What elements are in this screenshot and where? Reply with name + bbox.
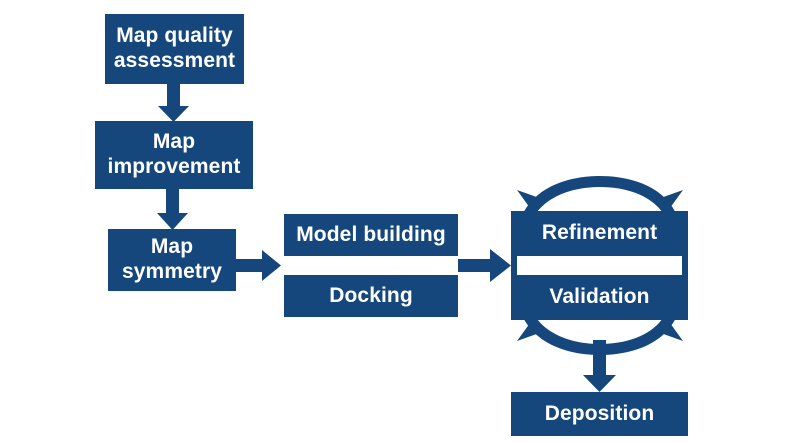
cycle-slab-left-edge — [511, 211, 517, 320]
node-map-improvement[interactable]: Map improvement — [95, 121, 253, 189]
node-refinement[interactable]: Refinement — [511, 211, 688, 256]
arrow-building-to-refinement-icon — [458, 249, 511, 282]
node-deposition[interactable]: Deposition — [511, 392, 688, 436]
arrow-quality-to-improvement-icon — [158, 84, 189, 122]
arrow-improvement-to-symmetry-icon — [157, 189, 188, 230]
node-map-symmetry[interactable]: Map symmetry — [108, 229, 236, 291]
node-validation[interactable]: Validation — [511, 275, 688, 320]
node-model-building[interactable]: Model building — [284, 214, 458, 256]
cycle-slab-right-edge — [682, 211, 688, 320]
node-docking[interactable]: Docking — [284, 275, 458, 317]
arrow-cycle-to-deposition-icon — [583, 340, 616, 392]
arrow-symmetry-to-building-icon — [236, 250, 281, 281]
node-map-quality-assessment[interactable]: Map quality assessment — [105, 14, 244, 84]
